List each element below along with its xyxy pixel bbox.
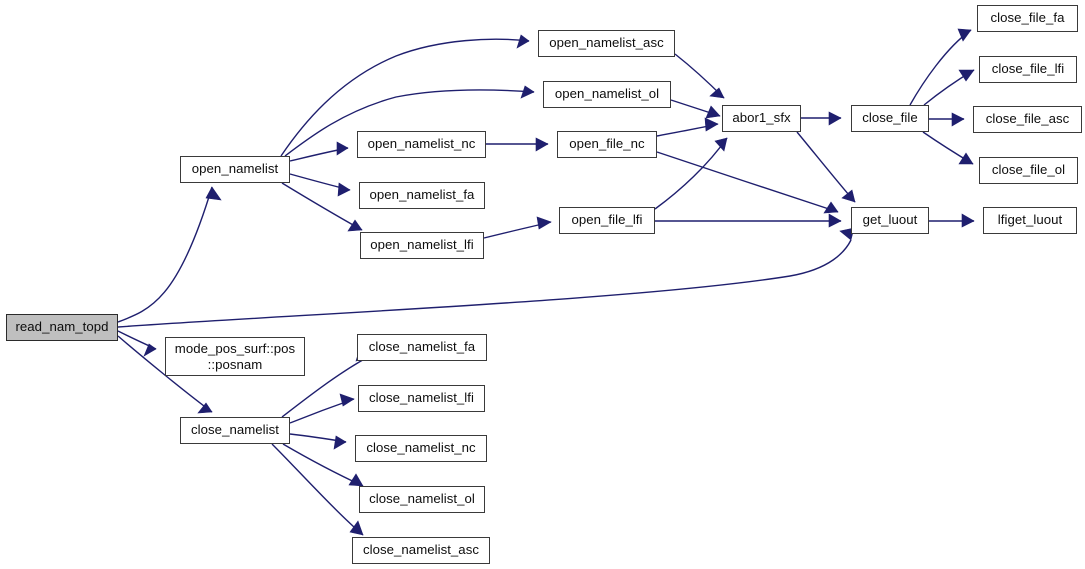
edge-abor1_sfx-to-get_luout (796, 131, 856, 203)
edge-read_nam_topd-to-close_namelist (117, 335, 213, 414)
edge-open_file_lfi-to-abor1_sfx (654, 137, 728, 210)
arrowhead-icon (535, 137, 549, 152)
edge-open_namelist_nc-to-open_file_nc (486, 137, 549, 152)
arrowhead-icon (516, 34, 530, 49)
edge-line (280, 38, 530, 157)
graph-node-get_luout[interactable]: get_luout (851, 207, 929, 234)
arrowhead-icon (958, 152, 974, 165)
edge-open_namelist-to-open_namelist_lfi (281, 182, 363, 232)
edge-close_file-to-close_file_ol (922, 131, 974, 165)
edge-line (284, 89, 535, 157)
arrowhead-icon (347, 219, 363, 232)
edge-close_namelist-to-close_namelist_asc (271, 443, 364, 536)
edge-open_namelist-to-open_namelist_asc (280, 34, 530, 157)
edge-close_file-to-close_file_fa (909, 28, 972, 106)
arrowhead-icon (339, 393, 355, 407)
edge-line (117, 239, 852, 328)
graph-node-open_namelist[interactable]: open_namelist (180, 156, 290, 183)
arrowhead-icon (205, 186, 222, 201)
arrowhead-icon (349, 520, 364, 536)
edge-open_namelist_asc-to-abor1_sfx (674, 53, 725, 99)
graph-node-close_file_ol[interactable]: close_file_ol (979, 157, 1078, 184)
edge-open_namelist-to-open_namelist_fa (289, 173, 351, 197)
graph-node-lfiget_luout[interactable]: lfiget_luout (983, 207, 1077, 234)
graph-node-open_namelist_asc[interactable]: open_namelist_asc (538, 30, 675, 57)
edge-open_file_nc-to-get_luout (656, 151, 839, 214)
arrowhead-icon (841, 189, 856, 203)
edge-line (117, 186, 213, 323)
graph-node-open_file_lfi[interactable]: open_file_lfi (559, 207, 655, 234)
edge-open_file_nc-to-abor1_sfx (656, 117, 719, 137)
arrowhead-icon (336, 141, 349, 156)
arrowhead-icon (828, 213, 842, 228)
edge-line (656, 151, 839, 213)
graph-node-close_namelist_fa[interactable]: close_namelist_fa (357, 334, 487, 361)
edge-close_file-to-close_file_asc (929, 112, 965, 127)
edge-abor1_sfx-to-close_file (801, 111, 842, 126)
graph-node-close_namelist_asc[interactable]: close_namelist_asc (352, 537, 490, 564)
edge-open_namelist_ol-to-abor1_sfx (670, 99, 721, 119)
arrowhead-icon (958, 69, 975, 82)
graph-node-close_namelist[interactable]: close_namelist (180, 417, 290, 444)
edge-line (796, 131, 856, 203)
graph-node-abor1_sfx[interactable]: abor1_sfx (722, 105, 801, 132)
edge-line (282, 443, 364, 487)
graph-node-close_file_asc[interactable]: close_file_asc (973, 106, 1082, 133)
arrowhead-icon (197, 402, 213, 414)
edge-close_file-to-close_file_lfi (923, 69, 975, 106)
graph-node-close_file_fa[interactable]: close_file_fa (977, 5, 1078, 32)
graph-node-open_namelist_nc[interactable]: open_namelist_nc (357, 131, 486, 158)
edge-close_namelist-to-close_namelist_lfi (289, 393, 355, 424)
edge-line (909, 29, 972, 106)
graph-node-open_namelist_fa[interactable]: open_namelist_fa (359, 182, 485, 209)
graph-node-close_namelist_ol[interactable]: close_namelist_ol (359, 486, 485, 513)
edge-open_file_lfi-to-get_luout (655, 213, 842, 228)
edge-line (271, 443, 364, 536)
arrowhead-icon (536, 216, 552, 230)
edge-open_namelist_lfi-to-open_file_lfi (483, 216, 552, 239)
arrowhead-icon (520, 85, 535, 99)
edge-line (654, 137, 728, 210)
graph-node-open_namelist_lfi[interactable]: open_namelist_lfi (360, 232, 484, 259)
arrowhead-icon (839, 227, 855, 241)
arrowhead-icon (333, 435, 347, 450)
edge-get_luout-to-lfiget_luout (929, 213, 975, 228)
arrowhead-icon (961, 213, 975, 228)
graph-node-close_namelist_lfi[interactable]: close_namelist_lfi (358, 385, 485, 412)
arrowhead-icon (957, 28, 972, 42)
edge-line (281, 356, 369, 418)
arrowhead-icon (828, 111, 842, 126)
graph-node-mode_pos_surf[interactable]: mode_pos_surf::pos ::posnam (165, 337, 305, 376)
edge-read_nam_topd-to-mode_pos_surf (117, 330, 157, 357)
arrowhead-icon (705, 105, 721, 119)
arrowhead-icon (951, 112, 965, 127)
edge-close_namelist-to-close_namelist_nc (289, 433, 347, 450)
arrowhead-icon (337, 182, 351, 197)
graph-node-close_file[interactable]: close_file (851, 105, 929, 132)
arrowhead-icon (709, 87, 725, 99)
edge-read_nam_topd-to-get_luout (117, 227, 855, 328)
graph-node-close_namelist_nc[interactable]: close_namelist_nc (355, 435, 487, 462)
arrowhead-icon (348, 473, 364, 487)
edge-close_namelist-to-close_namelist_ol (282, 443, 364, 487)
graph-node-open_namelist_ol[interactable]: open_namelist_ol (543, 81, 671, 108)
arrowhead-icon (704, 117, 719, 132)
graph-node-close_file_lfi[interactable]: close_file_lfi (979, 56, 1077, 83)
graph-node-open_file_nc[interactable]: open_file_nc (557, 131, 657, 158)
edge-read_nam_topd-to-open_namelist (117, 186, 222, 323)
edge-line (117, 335, 213, 413)
edge-open_namelist-to-open_namelist_ol (284, 85, 535, 157)
arrowhead-icon (823, 201, 839, 214)
graph-node-read_nam_topd[interactable]: read_nam_topd (6, 314, 118, 341)
edge-open_namelist-to-open_namelist_nc (289, 141, 349, 162)
arrowhead-icon (714, 137, 728, 152)
arrowhead-icon (143, 343, 157, 357)
